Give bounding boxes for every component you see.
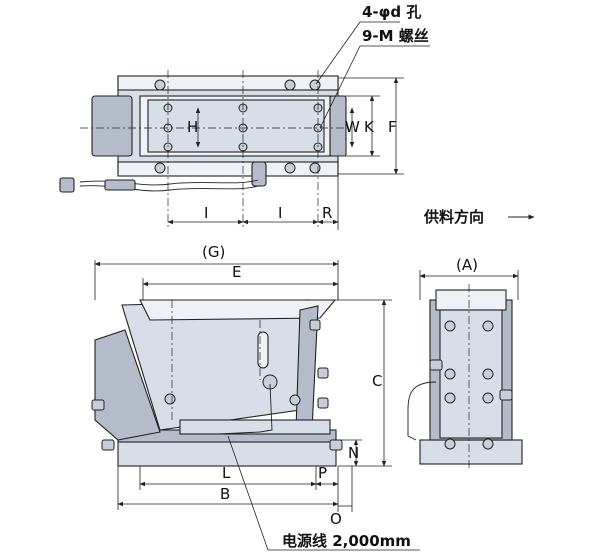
cable-top: [59, 161, 267, 193]
dim-P: P: [318, 464, 327, 482]
dim-F: F: [388, 118, 397, 136]
dim-G: (G): [202, 243, 225, 261]
dim-I-right: I: [278, 204, 282, 222]
dim-R: R: [322, 204, 332, 222]
dim-N: N: [348, 444, 359, 462]
end-view: [407, 284, 523, 470]
dim-W: W: [345, 118, 360, 136]
dim-I-left: I: [204, 204, 208, 222]
mounting-holes: [154, 79, 321, 174]
dim-O: O: [330, 510, 342, 528]
top-dims: [167, 77, 404, 230]
dim-B: B: [220, 485, 230, 503]
top-view: [59, 70, 350, 230]
side-view: [91, 299, 343, 467]
dim-L: L: [222, 464, 231, 482]
dim-H: H: [187, 118, 198, 136]
dim-K: K: [364, 118, 375, 136]
side-dims: [94, 260, 420, 551]
dim-A: (A): [456, 256, 478, 274]
dim-E: E: [232, 263, 241, 281]
cable-label: 电源线 2,000mm: [282, 532, 411, 550]
screws-label: 9-M 螺丝: [362, 27, 429, 45]
dim-C: C: [372, 372, 382, 390]
holes-label: 4-φd 孔: [362, 3, 421, 21]
feed-direction-label: 供料方向: [423, 208, 484, 226]
